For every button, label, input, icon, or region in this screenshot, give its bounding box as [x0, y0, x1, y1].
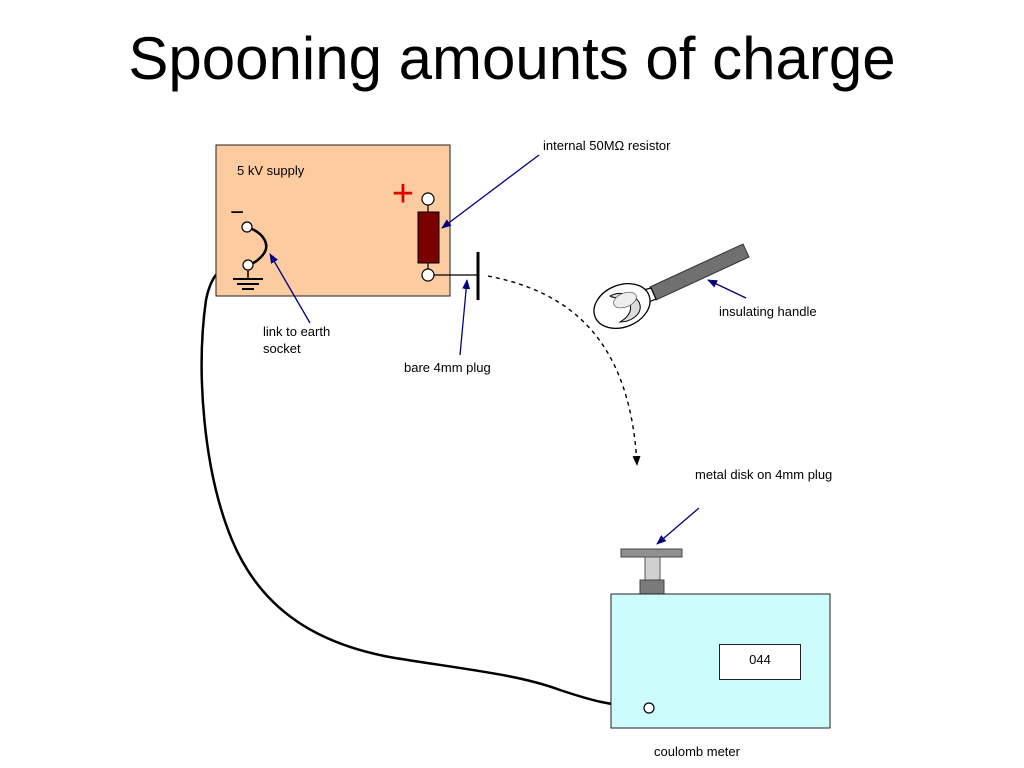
bare-plug-label: bare 4mm plug: [404, 360, 491, 375]
output-socket: [421, 268, 435, 282]
meter-input-socket: [643, 702, 655, 714]
metal-disk-label: metal disk on 4mm plug: [695, 467, 833, 482]
charge-transfer-dashed-arrow: [487, 275, 641, 466]
metal-disk-label-arrow: [656, 507, 700, 545]
supply-label: 5 kV supply: [237, 163, 305, 178]
charge-spoon: [593, 243, 750, 329]
earth-lead-wire: [200, 263, 647, 709]
page-title: Spooning amounts of charge: [128, 25, 896, 92]
earth-link-label-line2: socket: [263, 341, 301, 356]
internal-resistor: [417, 211, 440, 264]
disk-plug-base: [639, 579, 665, 595]
earth-link-label-line1: link to earth: [263, 324, 331, 339]
bare-plug-label-arrow: [459, 279, 471, 356]
plus-sign: +: [392, 173, 414, 215]
minus-socket: [241, 221, 253, 233]
supply-box: [215, 144, 451, 297]
resistor-label-arrow: [441, 154, 540, 229]
resistor-label: internal 50MΩ resistor: [543, 138, 671, 153]
minus-sign: −: [230, 199, 244, 226]
coulomb-meter-label: coulomb meter: [654, 744, 740, 759]
earth-link-label-arrow: [269, 253, 311, 324]
handle-label-arrow: [707, 279, 747, 299]
disk-stem: [644, 556, 661, 581]
insulating-handle-label: insulating handle: [719, 304, 817, 319]
insulating-handle: [649, 243, 750, 301]
meter-reading-display: 044: [719, 644, 801, 680]
earth-socket: [233, 259, 263, 290]
plus-socket: [421, 192, 435, 206]
metal-disk: [620, 548, 683, 558]
